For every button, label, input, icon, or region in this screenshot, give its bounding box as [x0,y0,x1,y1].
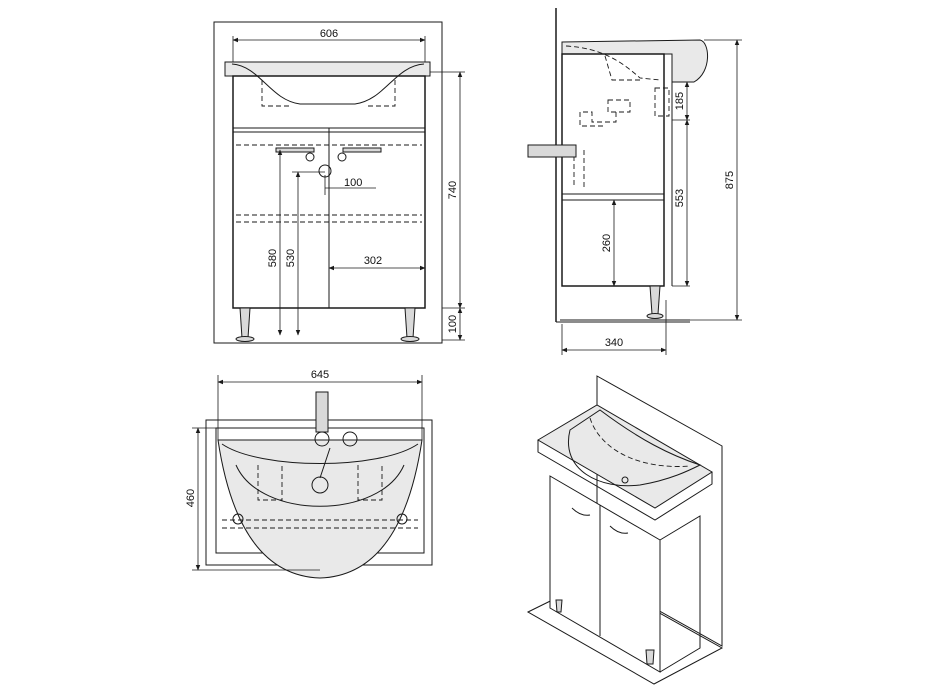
dim-530-label: 530 [285,249,297,267]
front-basin-top [224,61,431,77]
right-door-handle [342,147,382,153]
iso-leg-front [645,649,655,665]
front-right-leg [404,307,416,339]
top-right-leg-mark [396,513,408,525]
front-basin-hidden [261,80,396,107]
dim-580-label: 580 [267,249,279,267]
iso-left-handle [571,507,591,516]
side-leg [649,285,661,315]
dim-740-label: 740 [447,181,459,199]
dim-185-label: 185 [674,92,686,110]
dim-100-leg-label: 100 [447,315,459,333]
dim-302-label: 302 [364,255,382,267]
side-view: 185 553 260 875 340 [527,8,742,355]
dim-875-label: 875 [724,171,736,189]
dim-340-label: 340 [605,337,623,349]
top-view: 645 460 [185,369,433,579]
side-basin [561,39,708,83]
dim-260-label: 260 [601,234,613,252]
dim-553-label: 553 [674,189,686,207]
side-waste-pipe [527,144,577,158]
top-basin-outline [217,439,423,579]
dim-645-label: 645 [311,369,329,381]
left-door-handle [275,147,315,153]
top-waste-pipe [315,391,329,433]
top-left-leg-mark [232,513,244,525]
front-shelf-hidden [236,144,422,223]
front-left-leg [239,307,251,339]
iso-leg-left [555,599,563,613]
front-view: 606 100 580 530 302 740 100 [213,21,465,344]
dim-460-label: 460 [185,489,197,507]
dim-100-knob-label: 100 [344,177,362,189]
isometric-view [526,375,724,685]
iso-right-handle [609,525,629,534]
top-drain-hole [314,431,330,447]
front-basin-bowl [231,63,425,105]
dim-606-label: 606 [320,28,338,40]
side-cabinet [561,53,665,287]
